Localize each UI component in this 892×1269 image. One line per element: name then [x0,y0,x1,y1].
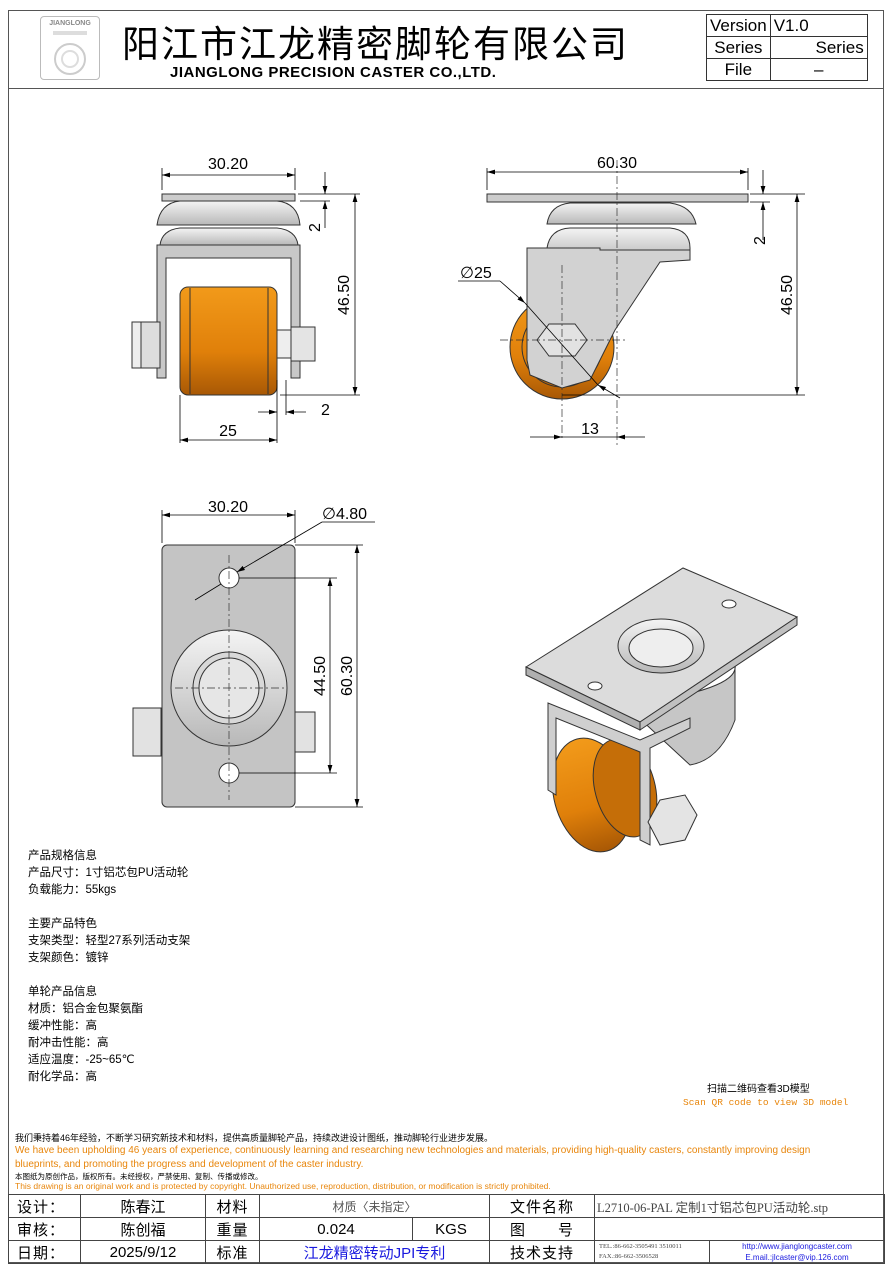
logo-text: JIANGLONG [49,20,91,27]
note-en-1: We have been upholding 46 years of exper… [15,1145,811,1170]
spec-heading-product: 产品规格信息 [28,850,97,862]
standard-value: 江龙精密转动JPI专利 [258,1240,491,1264]
filename-value: L2710-06-PAL 定制1寸铝芯包PU活动轮.stp [594,1194,886,1218]
drawing-number-label: 图 号 [489,1217,596,1241]
dim-side-length: 60.30 [597,155,637,172]
tel: TEL.:86-662-3505491 3510011 [599,1243,682,1250]
design-label: 设计： [8,1194,81,1218]
filename-label: 文件名称 [489,1194,596,1218]
top-view-dimensions [161,510,375,808]
dim-front-width: 30.20 [208,156,248,173]
dim-top-width: 30.20 [208,499,248,516]
dim-front-gap: 2 [321,402,330,419]
note-cn-1: 我们秉持着46年经验，不断学习研究新技术和材料，提供高质量脚轮产品，持续改进设计… [15,1133,494,1143]
support-label: 技术支持 [489,1240,596,1264]
fax: FAX.:86-662-3506528 [599,1253,659,1260]
drawing-number-value [594,1217,886,1241]
date-label: 日期： [8,1240,81,1264]
reviewer: 陈创福 [80,1217,206,1241]
series-value: Series [769,36,868,59]
dim-front-plate: 2 [307,223,324,232]
spec-load: 负载能力：55kgs [28,884,117,896]
spec-heading-wheel: 单轮产品信息 [28,986,97,998]
spec-temperature: 适应温度：-25~65℃ [28,1054,135,1066]
company-name-cn: 阳江市江龙精密脚轮有限公司 [122,23,629,66]
weight-value: 0.024 [259,1217,413,1241]
isometric-view [524,567,799,853]
caster-logo-icon [53,31,87,75]
spec-cushion: 缓冲性能：高 [28,1020,97,1032]
email-link[interactable]: E.mail.:jlcaster@vip.126.com [745,1253,849,1262]
top-view [132,544,316,808]
note-en-2: This drawing is an original work and is … [15,1181,551,1191]
dim-front-wheel-width: 25 [219,423,237,440]
spec-bracket-type: 支架类型：轻型27系列活动支架 [28,935,191,947]
spec-impact: 耐冲击性能：高 [28,1037,109,1049]
title-block: 设计： 陈春江 材料 材质〈未指定〉 文件名称 L2710-06-PAL 定制1… [8,1194,886,1264]
qr-caption-cn: 扫描二维码查看3D模型 [707,1084,810,1095]
front-view [131,193,316,396]
weight-unit: KGS [411,1217,491,1241]
company-name-en: JIANGLONG PRECISION CASTER CO.,LTD. [170,64,497,81]
dim-front-height: 46.50 [336,275,353,315]
dim-side-height: 46.50 [779,275,796,315]
file-value: – [769,58,868,81]
spec-chemical: 耐化学品：高 [28,1071,97,1083]
material-value: 材质〈未指定〉 [258,1194,491,1218]
dim-side-wheel-diameter: ∅25 [460,265,492,282]
note-cn-2: 本图纸为原创作品，版权所有。未经授权，严禁使用、复制、传播或修改。 [15,1172,263,1181]
weight-label: 重量 [205,1217,260,1241]
spec-bracket-color: 支架颜色：镀锌 [28,952,109,964]
spec-material: 材质：铝合金包聚氨酯 [28,1003,143,1015]
version-label: Version [706,14,771,37]
side-view-dimensions [458,168,805,440]
designer: 陈春江 [80,1194,206,1218]
spec-heading-features: 主要产品特色 [28,918,97,930]
dim-side-plate: 2 [752,236,769,245]
dim-top-hole-spacing: 44.50 [312,656,329,696]
side-view [486,160,749,445]
review-label: 审核： [8,1217,81,1241]
dim-top-hole-diameter: ∅4.80 [322,506,367,523]
header-divider [8,88,884,89]
company-logo: JIANGLONG [40,16,100,80]
spec-size: 产品尺寸：1寸铝芯包PU活动轮 [28,867,189,879]
front-view-dimensions [161,168,360,443]
website-link[interactable]: http://www.jianglongcaster.com [742,1242,852,1251]
date-value: 2025/9/12 [80,1240,206,1264]
material-label: 材料 [205,1194,260,1218]
qr-caption-en: Scan QR code to view 3D model [683,1097,849,1108]
dim-side-offset: 13 [581,421,599,438]
standard-label: 标准 [205,1240,260,1264]
product-specs: 产品规格信息 产品尺寸：1寸铝芯包PU活动轮 负载能力：55kgs 主要产品特色… [28,848,190,1086]
dim-top-length: 60.30 [339,656,356,696]
